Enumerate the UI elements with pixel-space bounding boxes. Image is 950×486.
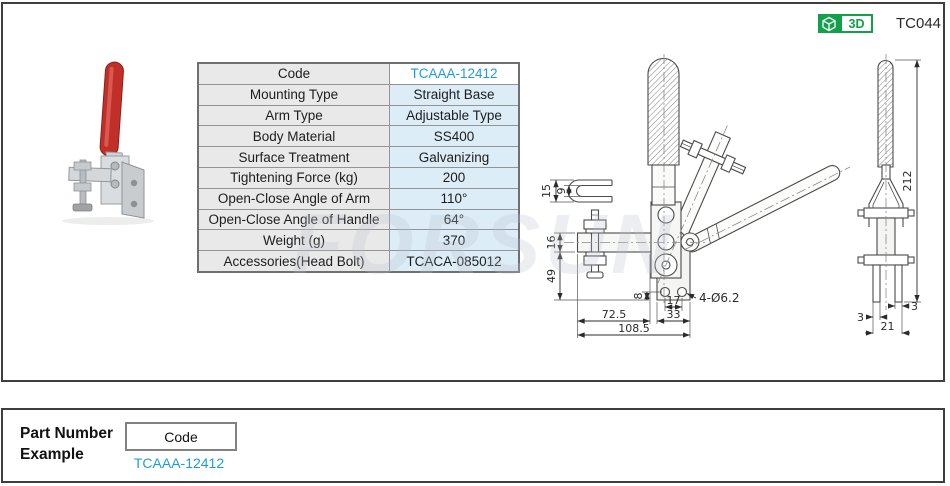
spec-row: Open-Close Angle of Arm 110° <box>197 187 520 210</box>
spec-value: 64° <box>389 208 520 231</box>
spec-row: Open-Close Angle of Handle 64° <box>197 208 520 231</box>
spec-row-code: Code TCAAA-12412 <box>197 62 520 85</box>
dim-overall-width: 108.5 <box>618 322 650 335</box>
title-line-1: Part Number <box>20 425 114 442</box>
dim-slot-outer: 15 <box>540 184 553 198</box>
dim-arm-overhang: 72.5 <box>602 308 627 321</box>
example-part-number: TCAAA-12412 <box>133 455 225 471</box>
spec-value: SS400 <box>389 125 520 148</box>
view-3d-badge[interactable]: 3D <box>818 14 873 33</box>
spec-row: Accessories(Head Bolt) TCACA-085012 <box>197 250 520 273</box>
part-number-example-box: Part Number Example Code TCAAA-12412 <box>1 408 945 483</box>
spec-row: Surface Treatment Galvanizing <box>197 146 520 168</box>
spec-label: Open-Close Angle of Handle <box>197 208 390 231</box>
part-number-example-title: Part Number Example <box>20 423 113 465</box>
product-photo <box>62 61 154 225</box>
title-line-2: Example <box>20 446 84 463</box>
spec-row: Arm Type Adjustable Type <box>197 104 520 127</box>
dim-hole-edge-offset: 8 <box>632 293 645 300</box>
spec-label: Surface Treatment <box>197 146 390 168</box>
dim-flange-right: 3 <box>911 300 918 313</box>
spec-label: Body Material <box>197 125 390 148</box>
dim-hole-pitch: 17 <box>667 294 681 307</box>
spec-label: Accessories(Head Bolt) <box>197 250 390 273</box>
spec-value: Galvanizing <box>389 146 520 168</box>
technical-drawing-side-view: 212 3 3 21 <box>857 54 921 336</box>
spec-row: Tightening Force (kg) 200 <box>197 166 520 189</box>
spec-value: Adjustable Type <box>389 104 520 127</box>
dim-arm-height: 16 <box>545 236 558 250</box>
spec-table: Code TCAAA-12412 Mounting Type Straight … <box>197 62 520 273</box>
spec-label: Arm Type <box>197 104 390 127</box>
dim-slot-inner: 9 <box>555 188 568 195</box>
dim-holes-callout: 4-Ø6.2 <box>699 291 740 305</box>
dim-overall-height: 212 <box>901 171 914 192</box>
code-box: Code <box>125 422 237 451</box>
spec-value: 200 <box>389 166 520 189</box>
cube-3d-icon <box>818 14 840 33</box>
dim-base-width: 33 <box>667 308 681 321</box>
technical-drawing-front-view: 15 9 16 49 8 17 33 72.5 108.5 4-Ø6.2 <box>540 54 851 338</box>
spec-value: TCAAA-12412 <box>389 62 520 85</box>
spec-label: Open-Close Angle of Arm <box>197 187 390 210</box>
dim-flange-left: 3 <box>857 311 864 324</box>
spec-label: Weight (g) <box>197 229 390 252</box>
spec-row: Body Material SS400 <box>197 125 520 148</box>
spec-value: 370 <box>389 229 520 252</box>
spec-value: TCACA-085012 <box>389 250 520 273</box>
spec-row: Mounting Type Straight Base <box>197 83 520 106</box>
spec-value: Straight Base <box>389 83 520 106</box>
spec-value: 110° <box>389 187 520 210</box>
badge-3d-label: 3D <box>840 14 873 33</box>
spec-label: Code <box>197 62 390 85</box>
spec-row: Weight (g) 370 <box>197 229 520 252</box>
dim-base-depth: 21 <box>881 320 895 333</box>
page-code: TC044 <box>896 15 942 32</box>
spec-label: Tightening Force (kg) <box>197 166 390 189</box>
dim-base-height: 49 <box>545 269 558 283</box>
spec-label: Mounting Type <box>197 83 390 106</box>
red-handle-grip <box>99 61 124 157</box>
